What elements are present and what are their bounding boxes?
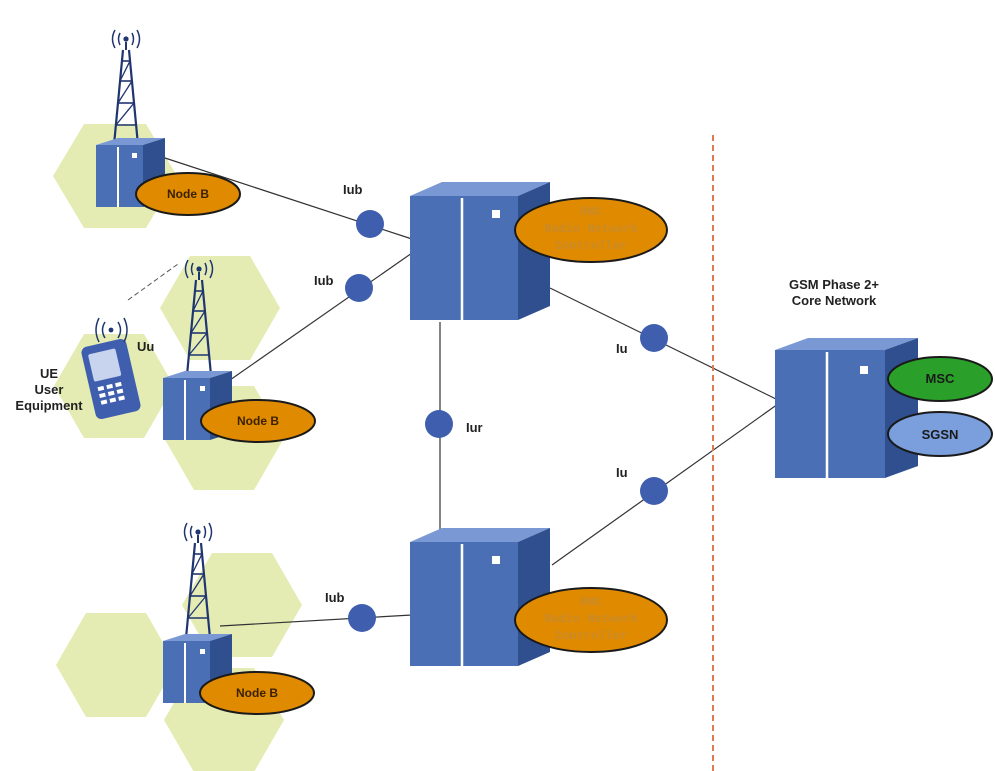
interface-dot [356, 210, 384, 238]
interface-label-iub: Iub [343, 182, 363, 197]
interface-label-iur: Iur [466, 420, 483, 435]
msc-label: MSC [926, 371, 956, 386]
phone-icon [81, 317, 141, 420]
rnc-label: RNC [580, 205, 602, 219]
core-network-label: GSM Phase 2+ [789, 277, 879, 292]
sgsn-label: SGSN [922, 427, 959, 442]
interface-label-iu: Iu [616, 465, 628, 480]
iub-link-mid [229, 252, 413, 381]
interface-label-uu: Uu [137, 339, 154, 354]
rnc-cabinet-bottom [410, 528, 550, 666]
uu-radio-link [127, 263, 179, 301]
interface-dot [425, 410, 453, 438]
node-b-oval-top: Node B [135, 172, 241, 216]
rnc-cabinet-top [410, 182, 550, 320]
rnc-label: Controller [555, 629, 627, 643]
rnc-label: Radio Network [544, 612, 638, 626]
interface-dot [345, 274, 373, 302]
node-b-label: Node B [236, 686, 278, 700]
cell-hexagon [56, 613, 176, 717]
iub-link-bottom [219, 614, 413, 627]
node-b-label: Node B [237, 414, 279, 428]
interface-dot [640, 324, 668, 352]
rnc-oval-bottom: RNC Radio Network Controller [514, 587, 668, 653]
interface-label-iub: Iub [314, 273, 334, 288]
interface-dot [348, 604, 376, 632]
interface-dots [345, 210, 668, 632]
cell-hexagon [182, 553, 302, 657]
node-b-label: Node B [167, 187, 209, 201]
cell-hexagon [160, 256, 280, 360]
rnc-label: Radio Network [544, 222, 638, 236]
interface-label-iu: Iu [616, 341, 628, 356]
ue-label: Equipment [15, 398, 83, 413]
interface-dot [640, 477, 668, 505]
interface-label-iub: Iub [325, 590, 345, 605]
rnc-oval-top: RNC Radio Network Controller [514, 197, 668, 263]
core-network-cabinet [775, 338, 918, 478]
ue-label: UE [40, 366, 58, 381]
core-network-label: Core Network [792, 293, 877, 308]
node-b-oval-mid: Node B [200, 399, 316, 443]
msc-oval: MSC [887, 356, 993, 402]
ue-label: User [35, 382, 64, 397]
rnc-label: Controller [555, 239, 627, 253]
node-b-oval-bottom: Node B [199, 671, 315, 715]
rnc-label: RNC [580, 595, 602, 609]
sgsn-oval: SGSN [887, 411, 993, 457]
